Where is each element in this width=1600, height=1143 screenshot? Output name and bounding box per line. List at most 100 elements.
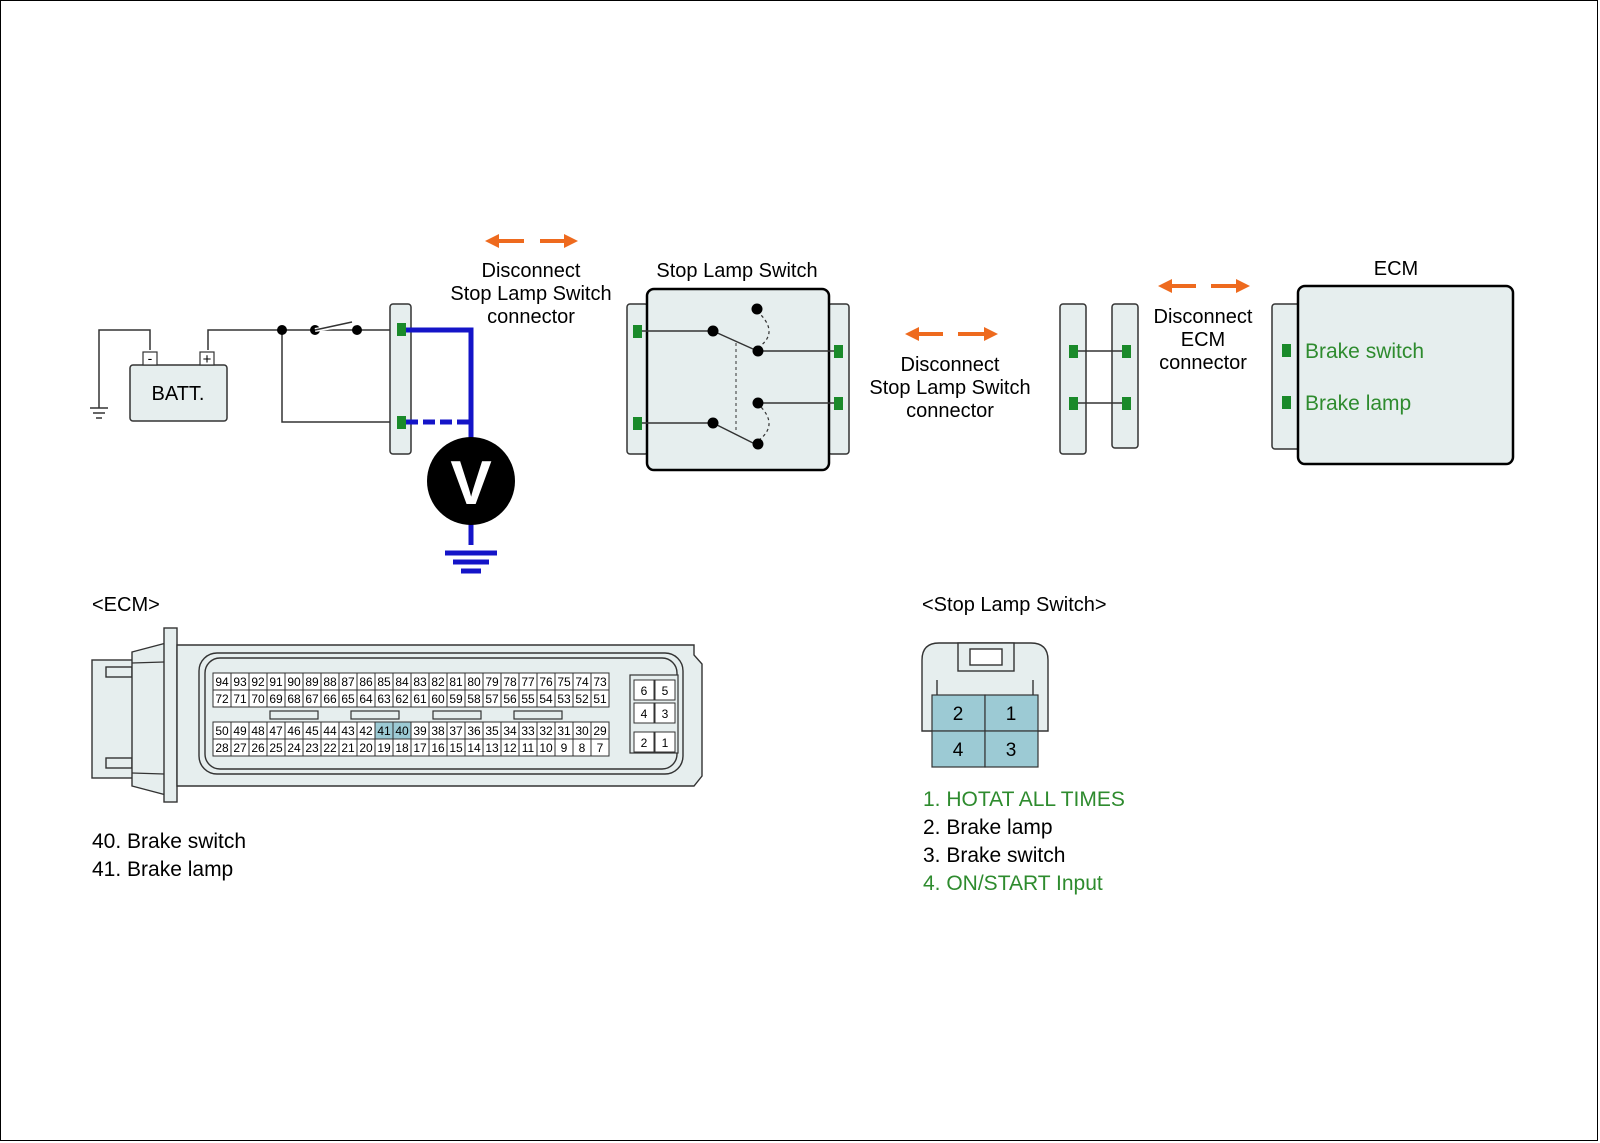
- ecm-pin-label: 15: [449, 741, 463, 755]
- ecm-pin-label: 62: [395, 692, 409, 706]
- ecm-small-pin-1: 1: [654, 731, 676, 753]
- ecm-box: ECM Brake switch Brake lamp: [1271, 258, 1515, 466]
- ecm-pin-label: 16: [431, 741, 445, 755]
- ecm-pin-82: 82: [428, 672, 448, 691]
- battery-pos-label: +: [203, 351, 212, 368]
- ecm-pin-label: 30: [575, 724, 589, 738]
- ecm-pin-label: 76: [539, 675, 553, 689]
- ecm-pin-62: 62: [392, 689, 412, 708]
- harness-connector-left: [389, 303, 412, 455]
- ecm-pin-label: 41: [377, 724, 391, 738]
- ecm-pin-88: 88: [320, 672, 340, 691]
- battery-neg-label: -: [148, 350, 153, 366]
- battery-circuit: [90, 329, 398, 423]
- ecm-pin-label: 31: [557, 724, 571, 738]
- ecm-pin-label: 93: [233, 675, 247, 689]
- ecm-pin-25: 25: [266, 738, 286, 757]
- sls-pin-3: 3: [984, 730, 1039, 768]
- battery: - + BATT.: [129, 350, 228, 422]
- ecm-pin-label: 36: [467, 724, 481, 738]
- ecm-pin-45: 45: [302, 721, 322, 740]
- ecm-pin-58: 58: [464, 689, 484, 708]
- ecm-pin-7: 7: [590, 738, 610, 757]
- ecm-pin-label: 58: [467, 692, 481, 706]
- ecm-pin-label: 13: [485, 741, 499, 755]
- disconnect-1-line2: Stop Lamp Switch: [450, 283, 611, 305]
- ecm-pin-21: 21: [338, 738, 358, 757]
- ecm-pin-70: 70: [248, 689, 268, 708]
- ecm-pin-label: 40: [395, 724, 409, 738]
- ignition-switch: [277, 321, 362, 335]
- ecm-pin-32: 32: [536, 721, 556, 740]
- ecm-pin-label: 79: [485, 675, 499, 689]
- ecm-pin-84: 84: [392, 672, 412, 691]
- ecm-pin-74: 74: [572, 672, 592, 691]
- ecm-pin-37: 37: [446, 721, 466, 740]
- ecm-pin-83: 83: [410, 672, 430, 691]
- ecm-pin-label: 73: [593, 675, 607, 689]
- ecm-pin-76: 76: [536, 672, 556, 691]
- ecm-pin-35: 35: [482, 721, 502, 740]
- ecm-pin-label: 17: [413, 741, 427, 755]
- voltmeter: V: [427, 437, 515, 525]
- ecm-pin-46: 46: [284, 721, 304, 740]
- disconnect-3-line2: ECM: [1181, 329, 1225, 351]
- ecm-pin-24: 24: [284, 738, 304, 757]
- ecm-pin-72: 72: [212, 689, 232, 708]
- disconnect-3-line3: connector: [1159, 352, 1247, 374]
- ecm-pin-54: 54: [536, 689, 556, 708]
- ecm-pin-52: 52: [572, 689, 592, 708]
- sls-legend-item: 1. HOTAT ALL TIMES: [923, 788, 1125, 811]
- ecm-pin-label: 56: [503, 692, 517, 706]
- ecm-pin-75: 75: [554, 672, 574, 691]
- stop-lamp-switch-title: Stop Lamp Switch: [656, 260, 817, 282]
- ecm-small-pin-label: 5: [662, 684, 669, 698]
- ecm-pin-13: 13: [482, 738, 502, 757]
- ecm-pin-68: 68: [284, 689, 304, 708]
- ecm-pin-71: 71: [230, 689, 250, 708]
- ecm-pin-label: 26: [251, 741, 265, 755]
- ecm-pin-15: 15: [446, 738, 466, 757]
- ecm-pin-label: 8: [579, 741, 586, 755]
- ecm-small-pin-label: 6: [641, 684, 648, 698]
- ecm-pin-label: 25: [269, 741, 283, 755]
- ecm-pin-label: 37: [449, 724, 463, 738]
- ecm-pin-label: 70: [251, 692, 265, 706]
- ecm-pin-10: 10: [536, 738, 556, 757]
- ecm-pin-22: 22: [320, 738, 340, 757]
- ecm-pin-label: 11: [522, 741, 535, 755]
- ecm-pin-label: 23: [305, 741, 319, 755]
- ecm-pin-label: 92: [251, 675, 265, 689]
- ecm-pin-42: 42: [356, 721, 376, 740]
- ecm-pin-label: 57: [485, 692, 499, 706]
- ecm-pin-label: 29: [593, 724, 607, 738]
- ecm-small-pin-label: 3: [662, 707, 669, 721]
- ecm-pin-14: 14: [464, 738, 484, 757]
- ecm-pin-label: 51: [593, 692, 607, 706]
- ecm-pin-label: 12: [503, 741, 517, 755]
- ecm-pin-label: 38: [431, 724, 445, 738]
- ecm-pin-64: 64: [356, 689, 376, 708]
- ecm-pin-label: 50: [215, 724, 229, 738]
- ecm-pin-66: 66: [320, 689, 340, 708]
- disconnect-2-line3: connector: [906, 400, 994, 422]
- ecm-pin-12: 12: [500, 738, 520, 757]
- ecm-pin-91: 91: [266, 672, 286, 691]
- ecm-pin-brake-switch: Brake switch: [1305, 340, 1424, 363]
- ecm-pin-label: 78: [503, 675, 517, 689]
- ecm-pin-63: 63: [374, 689, 394, 708]
- ecm-small-pin-4: 4: [633, 702, 655, 724]
- ecm-pin-9: 9: [554, 738, 574, 757]
- ecm-pin-label: 54: [539, 692, 553, 706]
- ecm-pin-label: 43: [341, 724, 355, 738]
- ecm-small-pin-2: 2: [633, 731, 655, 753]
- ecm-pin-label: 47: [269, 724, 283, 738]
- sls-pin-2: 2: [931, 694, 986, 732]
- ecm-legend-40: 40. Brake switch: [92, 830, 246, 853]
- ecm-pin-23: 23: [302, 738, 322, 757]
